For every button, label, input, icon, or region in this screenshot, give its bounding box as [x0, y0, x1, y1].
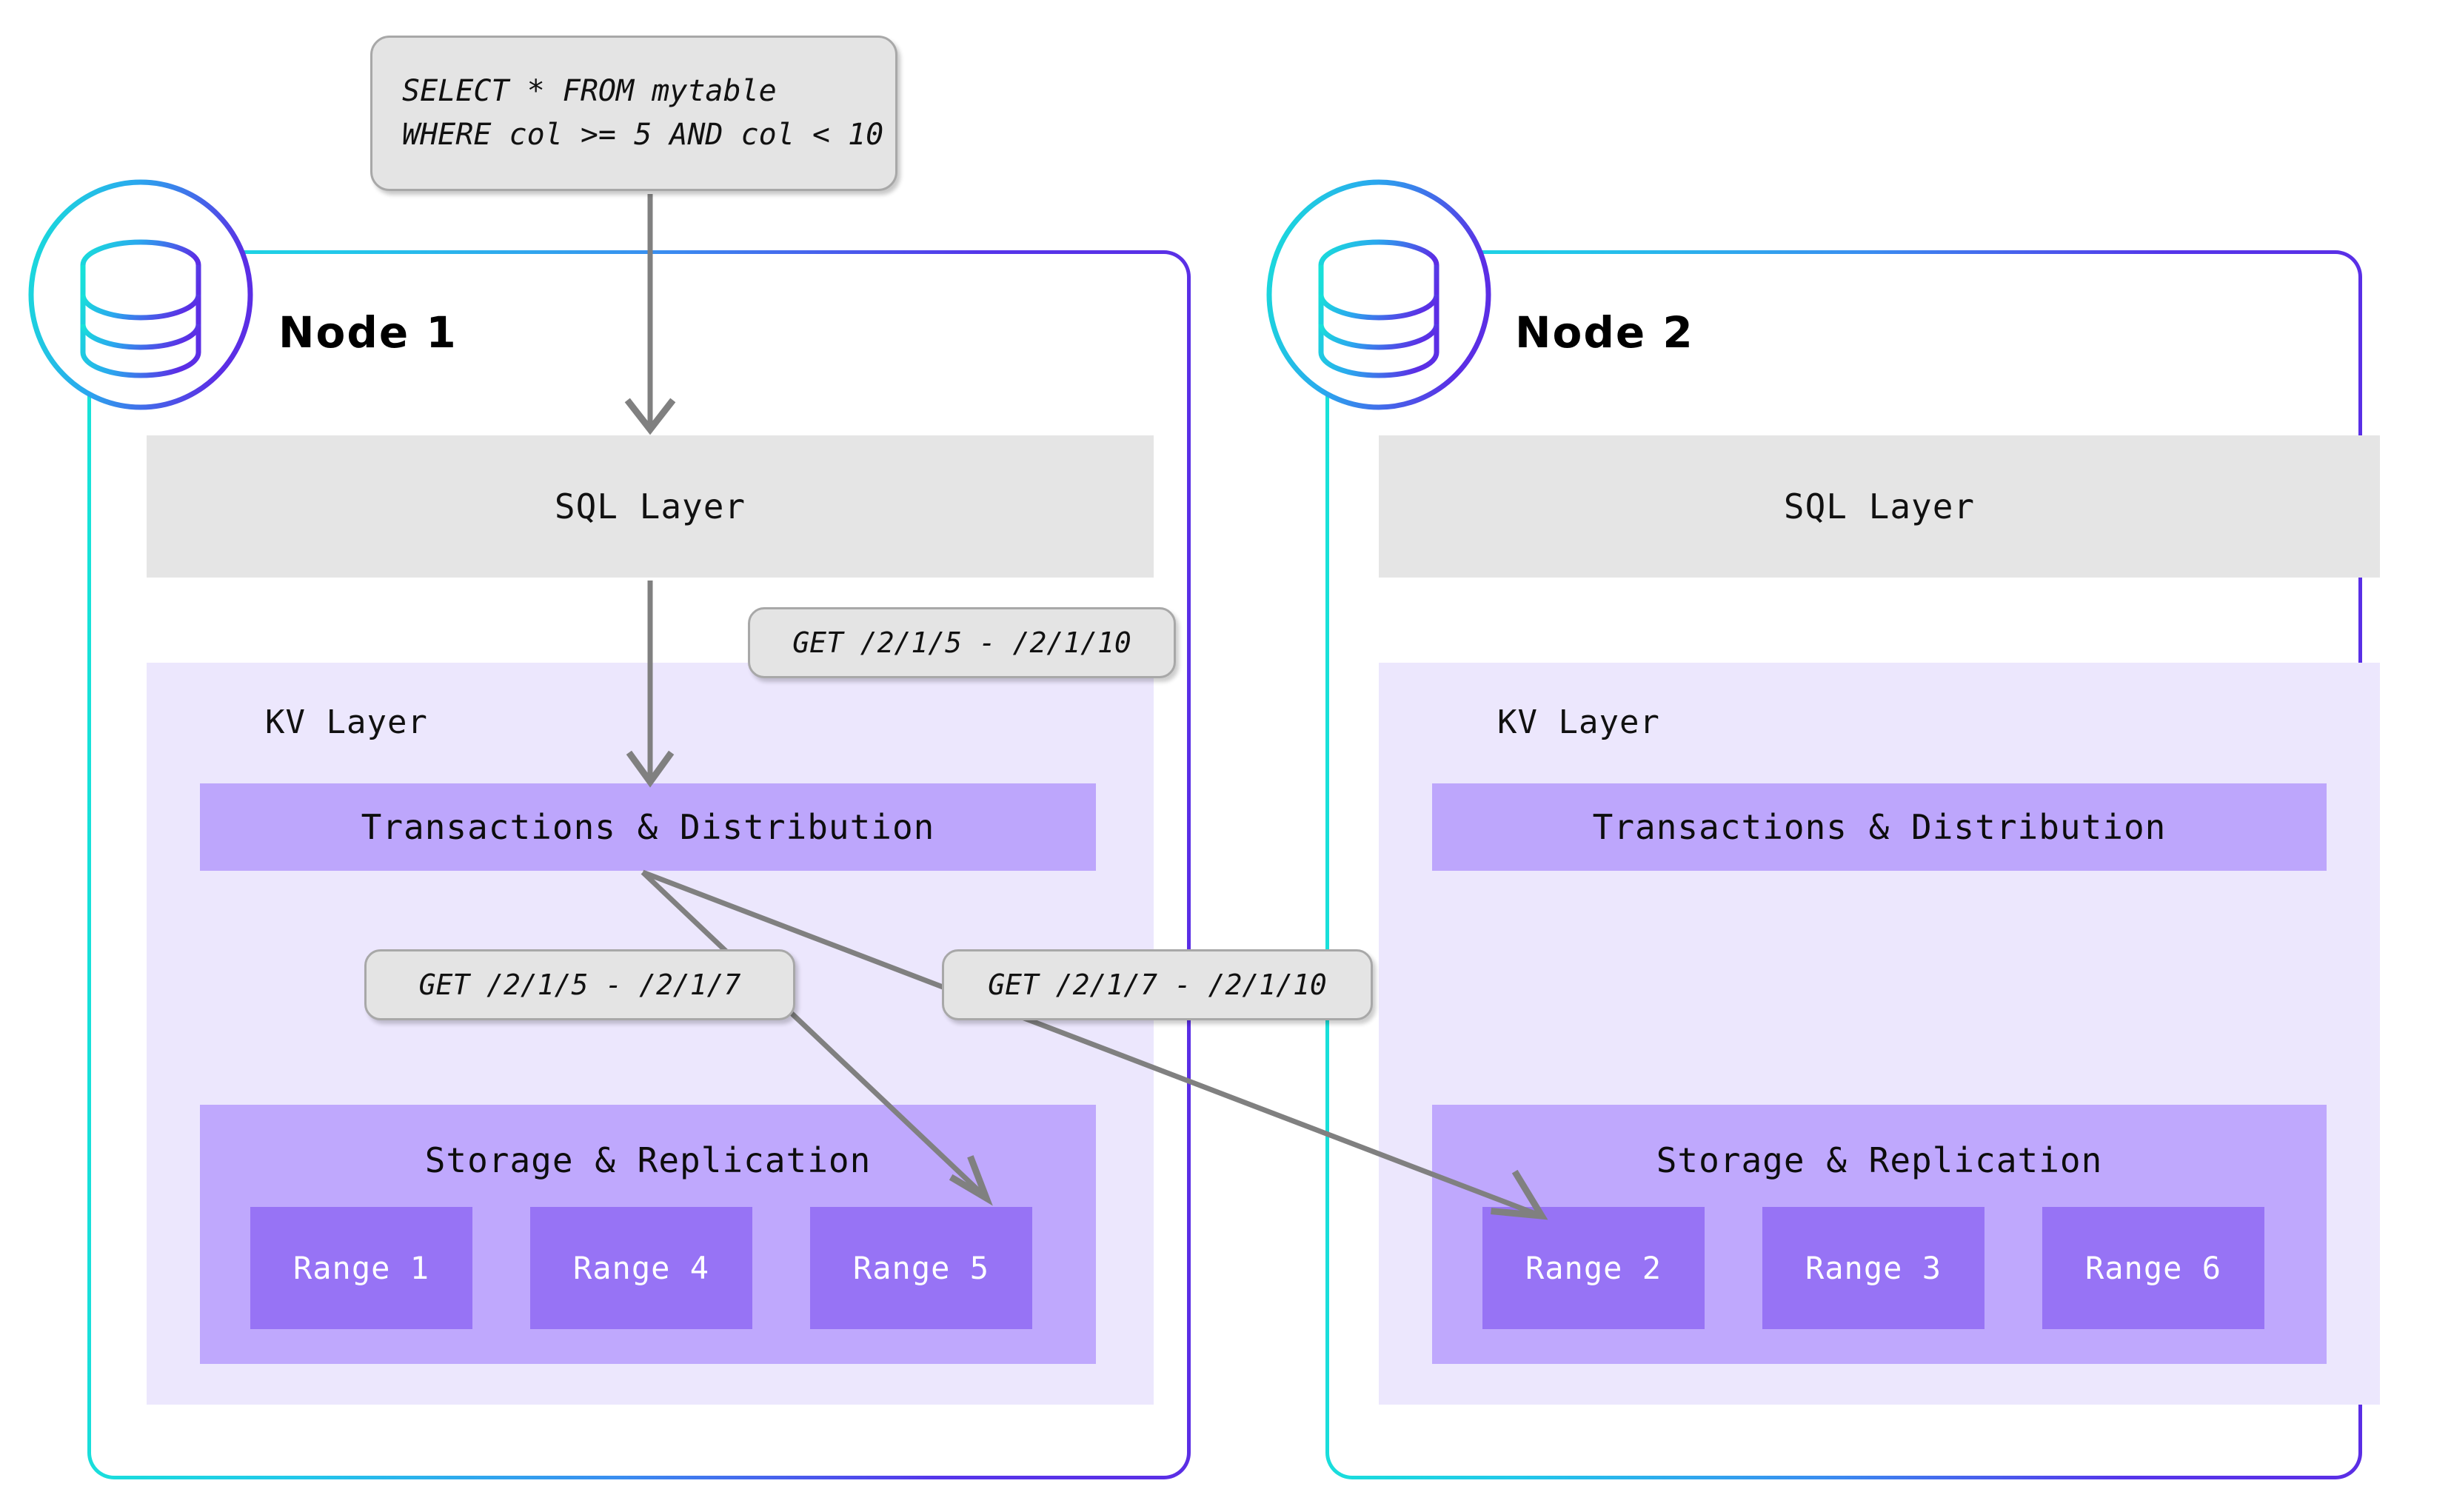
- annotation-kv-to-range2-label: GET /2/1/7 - /2/1/10: [988, 969, 1327, 1001]
- node-2-sql-layer-label: SQL Layer: [1783, 486, 1976, 526]
- node-2-storage-label: Storage & Replication: [1656, 1140, 2103, 1180]
- node-1-kv-layer-label: KV Layer: [265, 703, 428, 741]
- node-2-range-0-label: Range 2: [1525, 1250, 1662, 1286]
- node-1-range-2[interactable]: Range 5: [810, 1207, 1032, 1329]
- node-2-range-2-label: Range 6: [2084, 1250, 2221, 1286]
- node-2-sql-layer: SQL Layer: [1379, 435, 2380, 578]
- node-1-range-2-label: Range 5: [852, 1250, 989, 1286]
- node-1-sql-layer-label: SQL Layer: [554, 486, 746, 526]
- node-1-transactions-box: Transactions & Distribution: [200, 783, 1096, 871]
- node-1-range-1-label: Range 4: [572, 1250, 709, 1286]
- node-1-title: Node 1: [278, 307, 458, 358]
- node-1-range-0[interactable]: Range 1: [250, 1207, 472, 1329]
- node-1-storage-label: Storage & Replication: [424, 1140, 872, 1180]
- node-2-transactions-box: Transactions & Distribution: [1432, 783, 2327, 871]
- node-2-title: Node 2: [1515, 307, 1694, 358]
- annotation-kv-to-range5: GET /2/1/5 - /2/1/7: [364, 949, 795, 1020]
- node-2-kv-layer-label: KV Layer: [1497, 703, 1660, 741]
- node-1-range-0-label: Range 1: [292, 1250, 429, 1286]
- node-2-transactions-label: Transactions & Distribution: [1592, 807, 2167, 847]
- sql-query-callout: SELECT * FROM mytable WHERE col >= 5 AND…: [370, 36, 897, 191]
- node-1-range-1[interactable]: Range 4: [530, 1207, 752, 1329]
- sql-query-line-1: SELECT * FROM mytable: [402, 73, 777, 108]
- annotation-sql-to-kv: GET /2/1/5 - /2/1/10: [748, 607, 1176, 678]
- annotation-sql-to-kv-label: GET /2/1/5 - /2/1/10: [792, 626, 1131, 659]
- node-2-range-2[interactable]: Range 6: [2042, 1207, 2264, 1329]
- annotation-kv-to-range5-label: GET /2/1/5 - /2/1/7: [418, 969, 741, 1001]
- sql-query-line-2: WHERE col >= 5 AND col < 10: [402, 118, 884, 152]
- node-2-range-0[interactable]: Range 2: [1482, 1207, 1705, 1329]
- node-2-range-1[interactable]: Range 3: [1762, 1207, 1984, 1329]
- node-1-transactions-label: Transactions & Distribution: [361, 807, 935, 847]
- node-2-range-1-label: Range 3: [1805, 1250, 1942, 1286]
- node-1-sql-layer: SQL Layer: [147, 435, 1154, 578]
- annotation-kv-to-range2: GET /2/1/7 - /2/1/10: [942, 949, 1373, 1020]
